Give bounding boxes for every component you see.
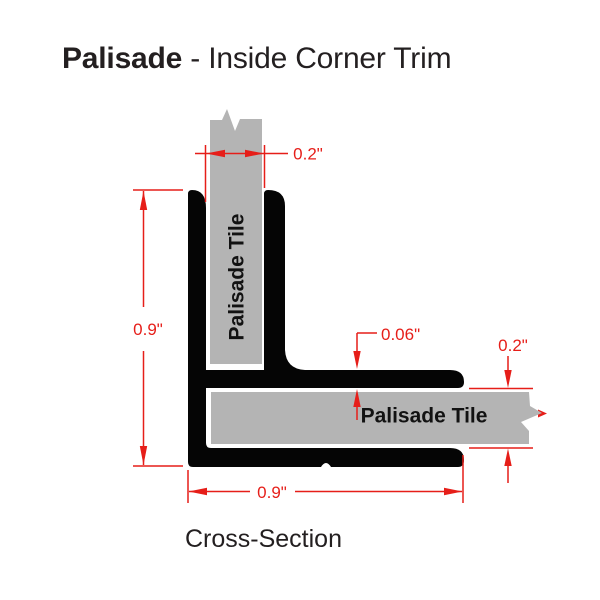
arrow-down-icon (139, 446, 148, 465)
dimension-wall-thickness: 0.06" (353, 325, 420, 420)
arrow-down-icon (353, 351, 361, 369)
dim-label-wall-thickness: 0.06" (381, 325, 420, 344)
diagram-caption: Cross-Section (185, 525, 342, 553)
arrow-left-icon (188, 487, 207, 496)
arrow-up-icon (353, 389, 361, 407)
brand-name: Palisade (62, 42, 183, 75)
title-suffix: - Inside Corner Trim (182, 42, 452, 75)
arrow-up-icon (139, 191, 148, 210)
arrow-left-icon (206, 149, 225, 158)
tile-break-mark (538, 409, 547, 418)
vertical-tile (210, 109, 262, 364)
horizontal-tile (211, 392, 542, 444)
dimension-bottom-width: 0.9" (187, 455, 464, 503)
arrow-down-icon (504, 370, 512, 388)
dim-label-bottom-width: 0.9" (257, 483, 287, 502)
dimension-top-tile-width: 0.2" (195, 145, 323, 202)
dim-label-right-thickness: 0.2" (498, 336, 528, 355)
dimension-left-height: 0.9" (133, 189, 183, 467)
dim-label-left-height: 0.9" (133, 320, 163, 339)
horizontal-tile-label: Palisade Tile (361, 404, 488, 427)
vertical-tile-label: Palisade Tile (225, 214, 248, 341)
arrow-right-icon (245, 149, 264, 158)
page-title: Palisade - Inside Corner Trim (62, 42, 452, 76)
arrow-right-icon (444, 487, 463, 496)
dim-label-top-width: 0.2" (293, 145, 323, 164)
dimension-right-tile-thickness: 0.2" (469, 336, 533, 483)
arrow-up-icon (504, 448, 512, 466)
